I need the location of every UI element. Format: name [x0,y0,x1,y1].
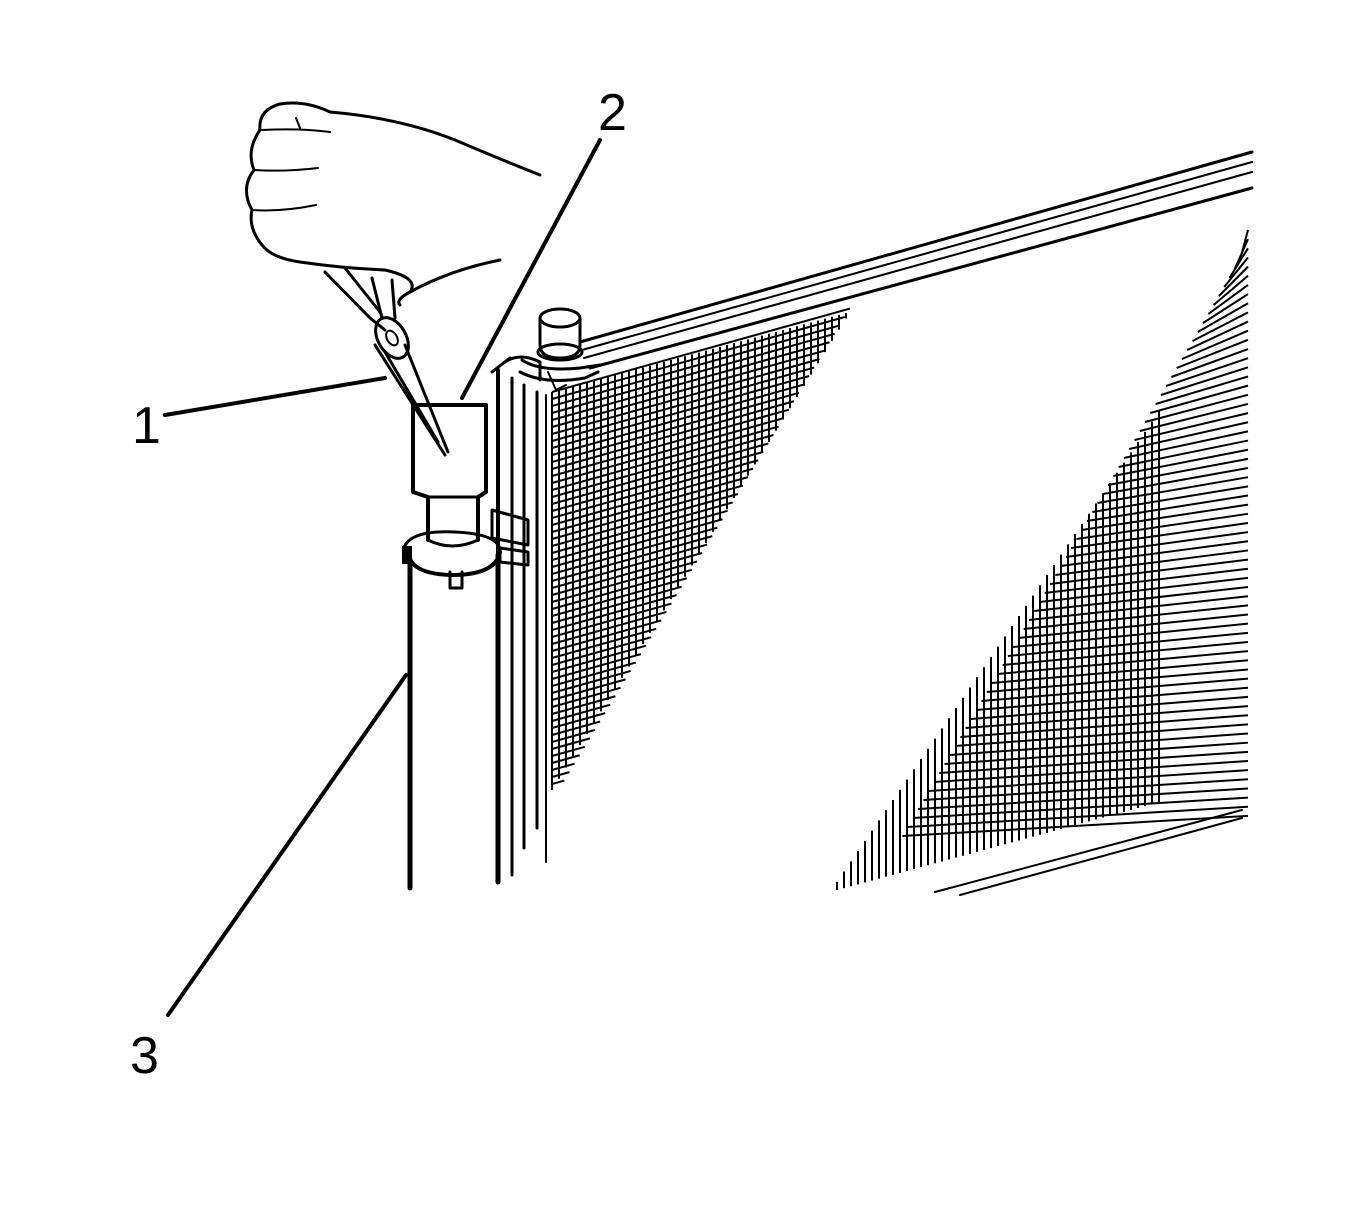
receiver-cap [411,403,488,548]
condenser-bottom-edge [934,809,1243,896]
condenser-top-rail [578,150,1254,370]
condenser-core-upper-mesh [551,307,851,790]
condenser-core-lower-mesh [836,229,1249,891]
callout-label-3: 3 [130,1027,159,1085]
needle-nose-pliers [323,266,450,457]
clip-tab-left [402,546,412,564]
leader-line-3 [166,673,408,1017]
leader-line-1 [163,376,387,417]
receiver-dehydrator-tube [402,530,502,891]
callout-label-1: 1 [132,397,161,455]
technician-hand [245,101,542,307]
callout-leaders [163,138,602,1017]
callout-label-2: 2 [598,84,627,142]
mounting-pin [518,307,602,391]
leader-line-2 [460,138,602,400]
